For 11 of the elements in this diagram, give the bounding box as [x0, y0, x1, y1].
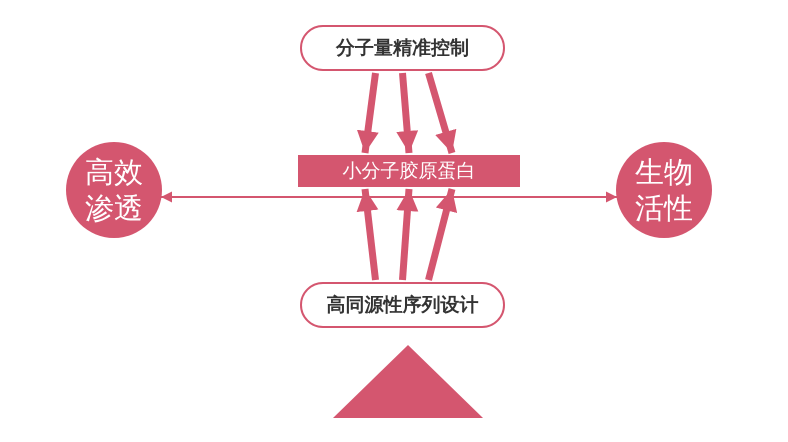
- circle-node: 生物活性: [616, 142, 712, 238]
- arrow: [396, 72, 418, 154]
- triangle-shape: [333, 345, 483, 418]
- circle-node: 高效渗透: [66, 142, 162, 238]
- title-bar: 小分子胶原蛋白: [298, 155, 520, 187]
- pill-box: 高同源性序列设计: [300, 282, 505, 328]
- arrow: [396, 188, 418, 280]
- arrow: [356, 188, 379, 280]
- arrow: [356, 72, 379, 154]
- double-arrow: [161, 192, 617, 202]
- pill-box: 分子量精准控制: [300, 25, 505, 71]
